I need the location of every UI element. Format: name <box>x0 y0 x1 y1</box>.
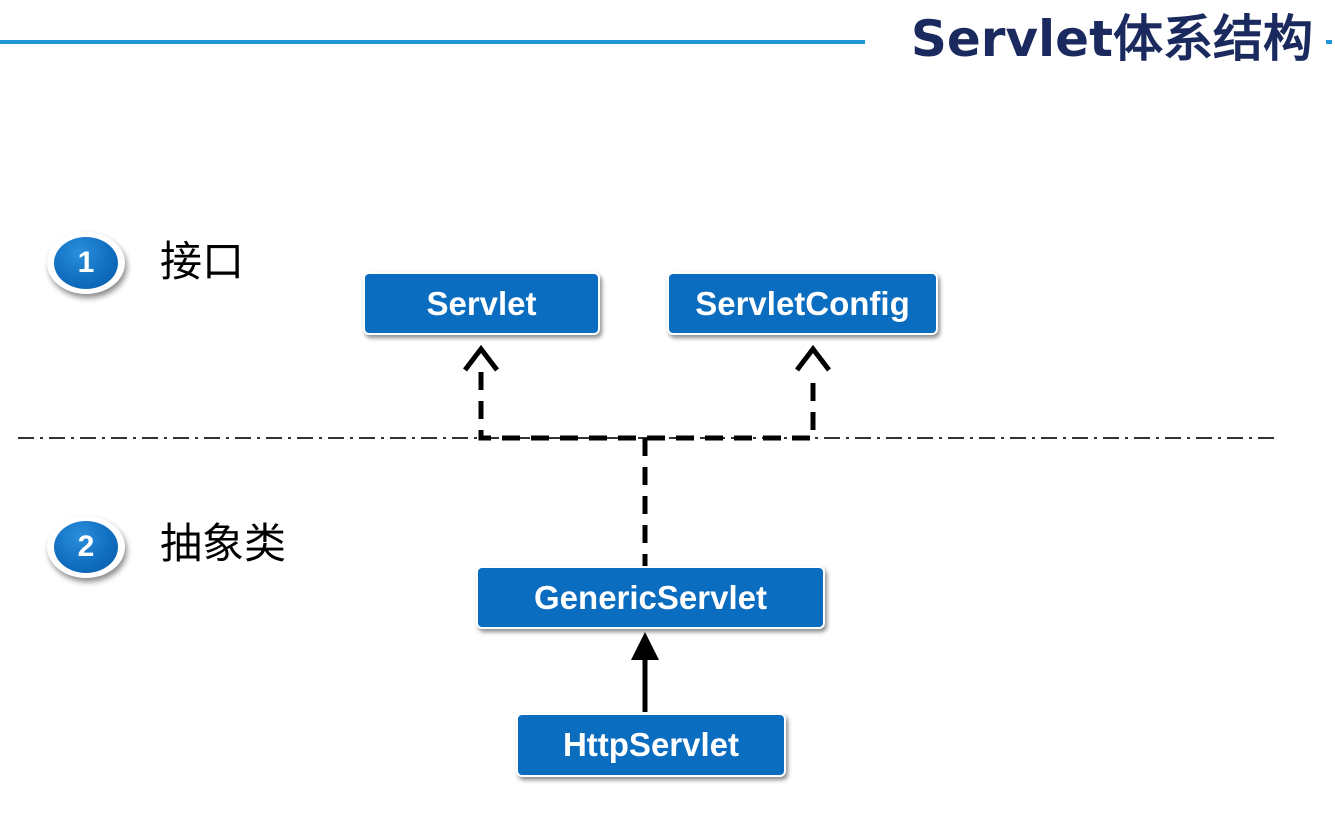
servlet-open-arrowhead <box>463 344 499 372</box>
section-2-number: 2 <box>54 521 118 573</box>
title-line-end <box>1326 40 1332 44</box>
page-title: Servlet体系结构 <box>910 10 1313 68</box>
servlet-node: Servlet <box>363 272 600 335</box>
dashed-implements-connector <box>478 372 816 441</box>
httpservlet-node: HttpServlet <box>516 713 786 777</box>
servletconfig-node: ServletConfig <box>667 272 938 335</box>
section-1-label: 接口 <box>160 237 245 286</box>
title-underline <box>0 40 865 44</box>
section-1-badge: 1 <box>47 232 125 294</box>
servletconfig-open-arrowhead <box>795 344 831 372</box>
inheritance-arrowhead <box>631 632 659 660</box>
section-2-label: 抽象类 <box>160 519 287 568</box>
section-1-number: 1 <box>54 237 118 289</box>
section-2-badge: 2 <box>47 516 125 578</box>
genericservlet-node: GenericServlet <box>476 566 825 629</box>
